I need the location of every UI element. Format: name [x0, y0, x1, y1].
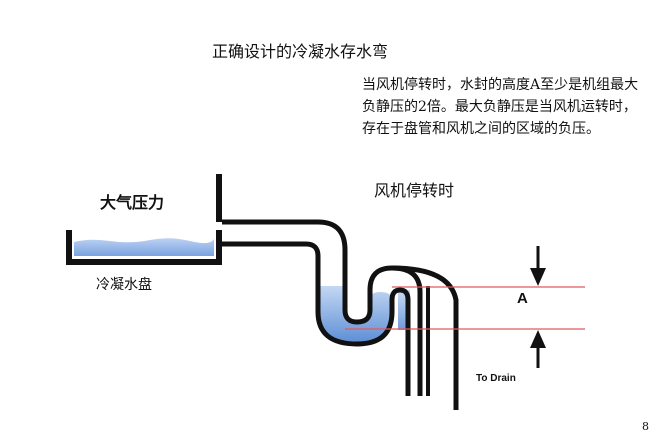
trap-water-left — [318, 286, 392, 342]
arrow-up-icon — [530, 330, 546, 368]
drain-outer-wall — [391, 265, 459, 410]
drain-pan — [66, 230, 222, 265]
diagram-title: 正确设计的冷凝水存水弯 — [212, 42, 389, 61]
to-drain-label: To Drain — [476, 373, 516, 384]
arrow-down-icon — [530, 246, 546, 286]
explanation-note: 当风机停转时，水封的高度A至少是机组最大负静压的2倍。最大负静压是当风机运转时，… — [362, 77, 639, 137]
fan-state-label: 风机停转时 — [374, 181, 455, 200]
seal-height-label: A — [517, 290, 528, 307]
pan-water — [74, 238, 214, 256]
drain-pan-label: 冷凝水盘 — [96, 277, 152, 293]
atmospheric-pressure-label: 大气压力 — [100, 193, 165, 212]
page-number: 8 — [642, 420, 649, 433]
pipe-bottom-wall — [222, 241, 411, 396]
